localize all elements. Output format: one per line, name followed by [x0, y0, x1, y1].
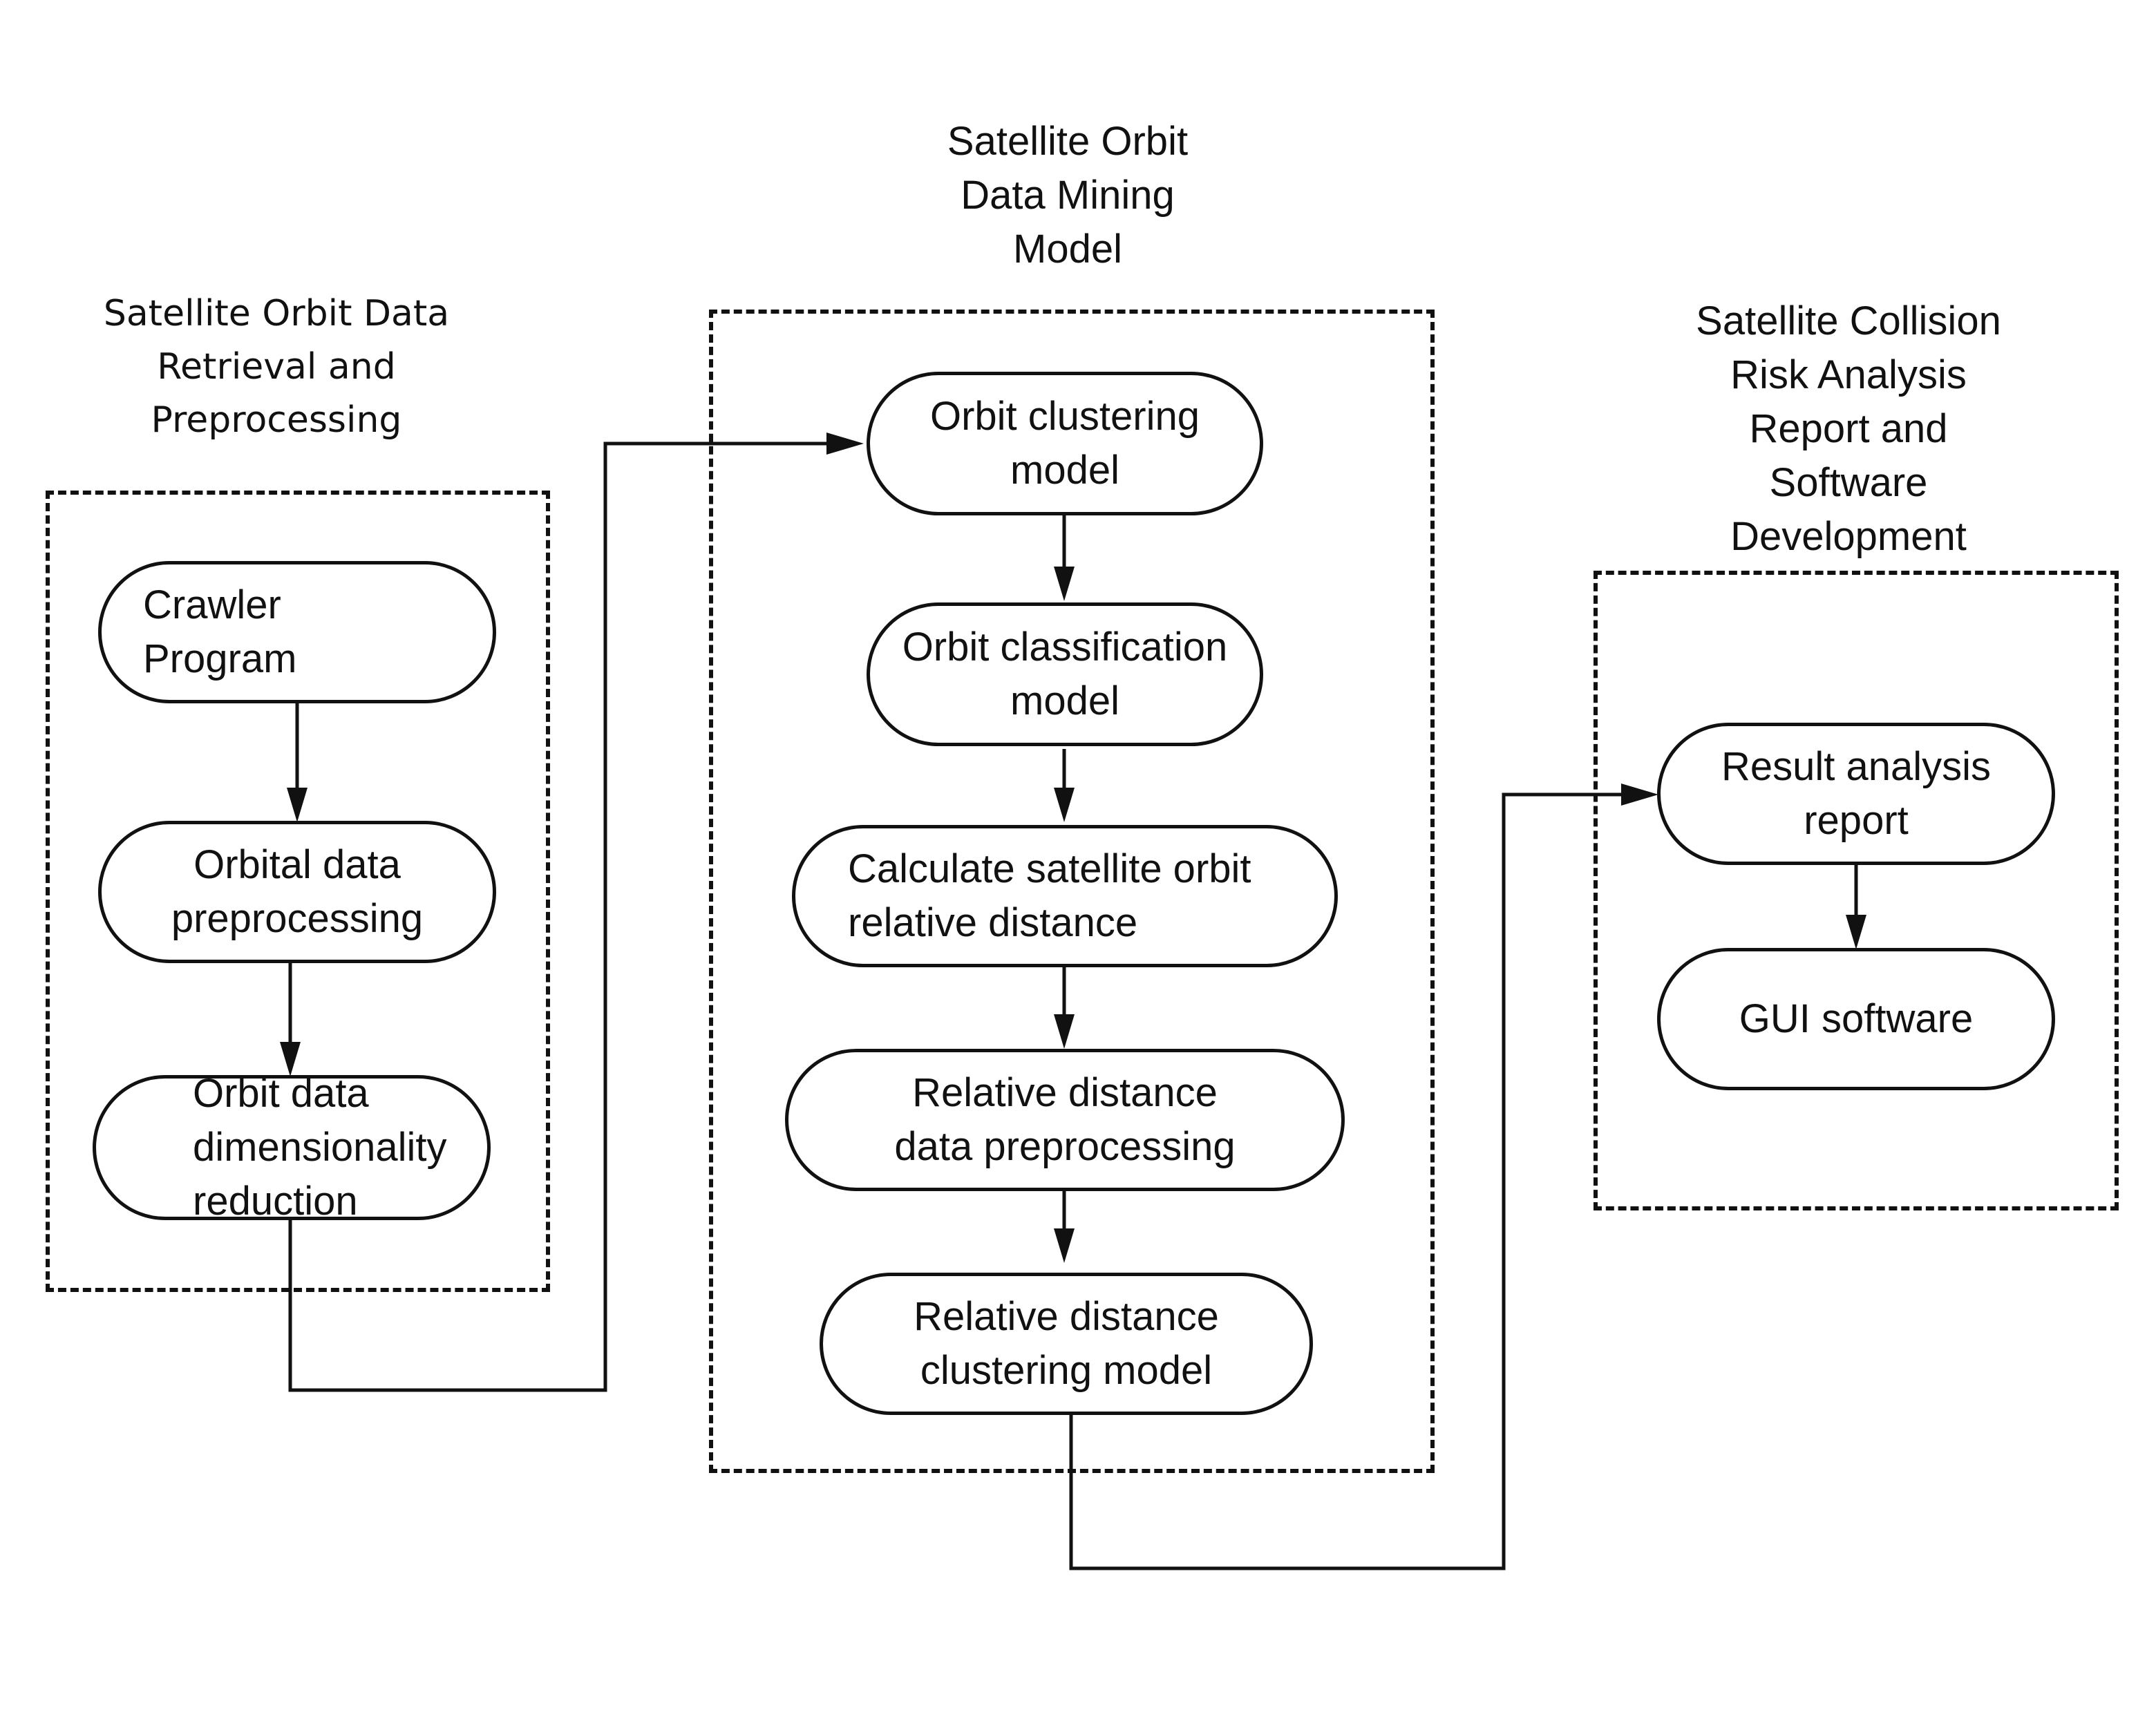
arrowhead-icon — [1846, 915, 1866, 949]
node-crawler-program-label: Crawler Program — [143, 582, 297, 681]
node-gui-software: GUI software — [1657, 948, 2055, 1090]
node-result-analysis-report: Result analysis report — [1657, 723, 2055, 865]
node-gui-software-label: GUI software — [1739, 996, 1974, 1041]
node-result-analysis-report-label: Result analysis report — [1721, 744, 1992, 843]
node-relative-distance-clustering-label: Relative distance clustering model — [914, 1294, 1219, 1393]
node-crawler-program: Crawler Program — [98, 561, 496, 703]
arrow-mining-to-report — [1069, 792, 1636, 1570]
arrowhead-icon — [1054, 1014, 1075, 1049]
node-orbital-data-preprocessing: Orbital data preprocessing — [98, 821, 496, 963]
arrowhead-icon — [1621, 783, 1658, 806]
node-orbit-dimensionality-reduction: Orbit data dimensionality reduction — [93, 1071, 491, 1224]
node-calculate-relative-distance: Calculate satellite orbit relative dista… — [792, 825, 1338, 967]
node-calculate-relative-distance-label: Calculate satellite orbit relative dista… — [848, 846, 1251, 945]
arrowhead-icon — [1054, 567, 1075, 601]
node-orbit-classification-model-label: Orbit classification model — [902, 625, 1228, 723]
arrowhead-icon — [1054, 788, 1075, 822]
group-title-report: Satellite Collision Risk Analysis Report… — [1696, 298, 2001, 559]
arrowhead-icon — [826, 433, 864, 455]
node-orbit-classification-model: Orbit classification model — [867, 602, 1263, 746]
node-orbit-clustering-model-label: Orbit clustering model — [929, 394, 1200, 493]
node-relative-distance-preprocessing-label: Relative distance data preprocessing — [894, 1070, 1236, 1169]
arrowhead-icon — [280, 1042, 301, 1076]
arrowhead-icon — [1054, 1228, 1075, 1263]
group-title-mining: Satellite Orbit Data Mining Model — [947, 119, 1189, 272]
group-title-retrieval: Satellite Orbit Data Retrieval and Prepr… — [103, 293, 450, 441]
node-relative-distance-preprocessing: Relative distance data preprocessing — [785, 1049, 1345, 1191]
group-frame-retrieval — [46, 491, 550, 1292]
node-orbit-dimensionality-reduction-label: Orbit data dimensionality reduction — [193, 1071, 447, 1224]
arrow-retrieval-to-mining — [288, 441, 842, 1392]
group-frame-report — [1594, 571, 2119, 1210]
node-relative-distance-clustering: Relative distance clustering model — [820, 1273, 1313, 1415]
node-orbital-data-preprocessing-label: Orbital data preprocessing — [171, 842, 424, 941]
node-orbit-clustering-model: Orbit clustering model — [867, 372, 1263, 515]
arrowhead-icon — [287, 788, 308, 822]
